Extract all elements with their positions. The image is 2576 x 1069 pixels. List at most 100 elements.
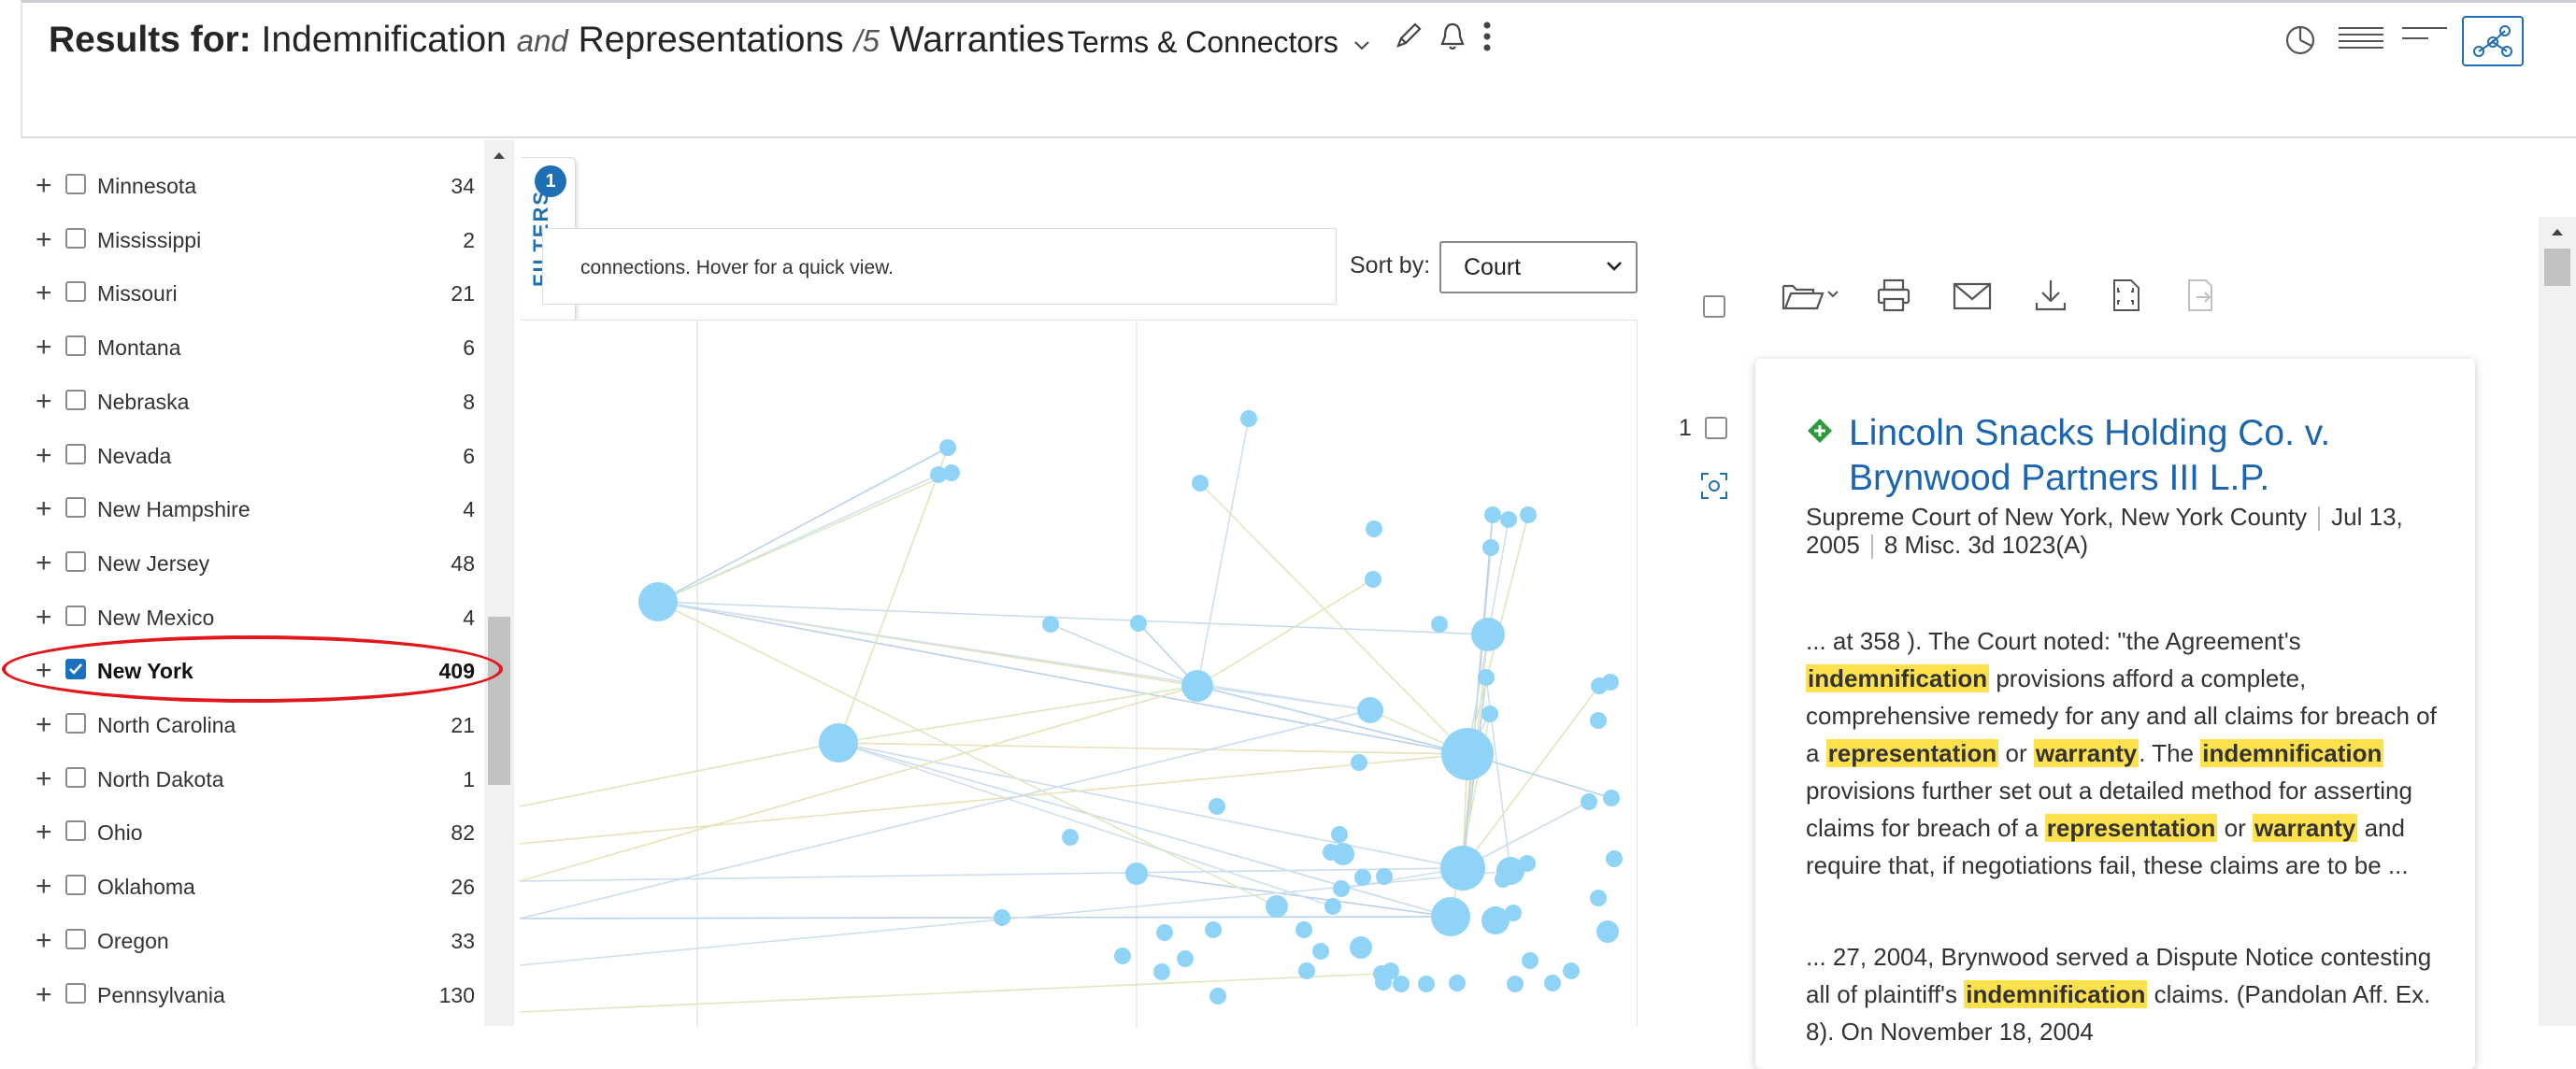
- graph-node[interactable]: [1205, 921, 1222, 938]
- filter-checkbox[interactable]: [65, 766, 86, 788]
- graph-node[interactable]: [1382, 962, 1399, 979]
- export-icon[interactable]: [2185, 277, 2219, 314]
- graph-node[interactable]: [1298, 962, 1315, 979]
- graph-node[interactable]: [1332, 843, 1354, 865]
- download-icon[interactable]: [2032, 277, 2069, 314]
- graph-node[interactable]: [1114, 948, 1131, 964]
- graph-node[interactable]: [1324, 898, 1341, 915]
- results-scrollbar[interactable]: [2539, 217, 2576, 1026]
- graph-node[interactable]: [1331, 826, 1348, 843]
- filter-checkbox[interactable]: [65, 982, 86, 1004]
- expand-plus-icon[interactable]: +: [36, 547, 52, 578]
- expand-plus-icon[interactable]: +: [36, 817, 52, 848]
- graph-node[interactable]: [1366, 520, 1382, 537]
- graph-node[interactable]: [1505, 905, 1522, 921]
- graph-node[interactable]: [1125, 862, 1148, 885]
- graph-node[interactable]: [1295, 921, 1312, 938]
- expand-plus-icon[interactable]: +: [36, 709, 52, 740]
- graph-node[interactable]: [1351, 754, 1367, 771]
- graph-node[interactable]: [1481, 906, 1510, 934]
- alert-bell-icon[interactable]: [1438, 20, 1467, 53]
- graph-node[interactable]: [1544, 975, 1561, 991]
- expand-plus-icon[interactable]: +: [36, 871, 52, 903]
- filter-checkbox[interactable]: [65, 820, 86, 842]
- more-vertical-icon[interactable]: [1481, 20, 1494, 53]
- graph-node[interactable]: [1354, 869, 1371, 886]
- graph-node[interactable]: [1441, 728, 1494, 780]
- print-icon[interactable]: [1875, 277, 1912, 314]
- filter-checkbox[interactable]: [65, 605, 86, 626]
- email-icon[interactable]: [1952, 277, 1993, 314]
- expand-plus-icon[interactable]: +: [36, 332, 52, 363]
- graph-node[interactable]: [1581, 793, 1597, 810]
- expand-plus-icon[interactable]: +: [36, 223, 52, 255]
- sidebar-scroll-thumb[interactable]: [488, 617, 510, 785]
- sidebar-scrollbar[interactable]: [484, 140, 514, 1026]
- expand-plus-icon[interactable]: +: [36, 601, 52, 633]
- filter-checkbox[interactable]: [65, 389, 86, 410]
- graph-node[interactable]: [1431, 897, 1470, 936]
- graph-node[interactable]: [1590, 712, 1607, 729]
- graph-node[interactable]: [1431, 616, 1448, 633]
- graph-node[interactable]: [1481, 706, 1498, 722]
- graph-node[interactable]: [994, 909, 1010, 926]
- search-mode-dropdown[interactable]: Terms & Connectors: [1067, 25, 1371, 60]
- filter-checkbox[interactable]: [65, 174, 86, 194]
- graph-node[interactable]: [1062, 829, 1079, 846]
- graph-node[interactable]: [1156, 924, 1173, 941]
- graph-node[interactable]: [1522, 952, 1538, 969]
- graph-node[interactable]: [1312, 943, 1329, 960]
- graph-node[interactable]: [1177, 950, 1194, 967]
- graph-node[interactable]: [1603, 790, 1620, 806]
- graph-node[interactable]: [1192, 475, 1209, 492]
- graph-node[interactable]: [819, 723, 858, 763]
- graph-node[interactable]: [1590, 890, 1607, 906]
- graph-node[interactable]: [1042, 616, 1059, 633]
- filter-checkbox[interactable]: [65, 550, 86, 572]
- focus-node-icon[interactable]: [1699, 471, 1729, 501]
- graph-node[interactable]: [1500, 511, 1517, 528]
- filter-checkbox[interactable]: [65, 335, 86, 357]
- filter-checkbox[interactable]: [65, 227, 86, 249]
- network-map[interactable]: [519, 320, 1638, 1027]
- scroll-up-arrow-icon[interactable]: [2539, 221, 2576, 243]
- graph-node[interactable]: [943, 464, 960, 481]
- scroll-up-arrow-icon[interactable]: [484, 146, 514, 164]
- full-screen-icon[interactable]: [2109, 277, 2142, 314]
- list-view-icon[interactable]: [2337, 25, 2385, 51]
- graph-node[interactable]: [638, 582, 678, 621]
- expand-plus-icon[interactable]: +: [36, 170, 52, 201]
- select-all-checkbox[interactable]: [1703, 295, 1725, 318]
- edit-pencil-icon[interactable]: [1393, 20, 1424, 51]
- expand-plus-icon[interactable]: +: [36, 924, 52, 956]
- expand-plus-icon[interactable]: +: [36, 278, 52, 309]
- graph-node[interactable]: [1418, 976, 1435, 992]
- graph-node[interactable]: [1209, 798, 1225, 815]
- expand-plus-icon[interactable]: +: [36, 978, 52, 1010]
- graph-node[interactable]: [1333, 880, 1350, 897]
- graph-node[interactable]: [1507, 976, 1524, 992]
- filter-checkbox[interactable]: [65, 713, 86, 734]
- graph-node[interactable]: [1449, 975, 1466, 991]
- graph-node[interactable]: [1266, 895, 1288, 918]
- filter-checkbox[interactable]: [65, 497, 86, 519]
- network-graph[interactable]: [519, 321, 1638, 1027]
- graph-node[interactable]: [1563, 962, 1580, 979]
- expand-plus-icon[interactable]: +: [36, 493, 52, 525]
- graph-node[interactable]: [1350, 936, 1372, 959]
- graph-node[interactable]: [1606, 850, 1623, 867]
- graph-node[interactable]: [930, 466, 947, 483]
- graph-node[interactable]: [1181, 670, 1213, 702]
- graph-node[interactable]: [1365, 571, 1381, 588]
- results-scroll-thumb[interactable]: [2544, 249, 2570, 286]
